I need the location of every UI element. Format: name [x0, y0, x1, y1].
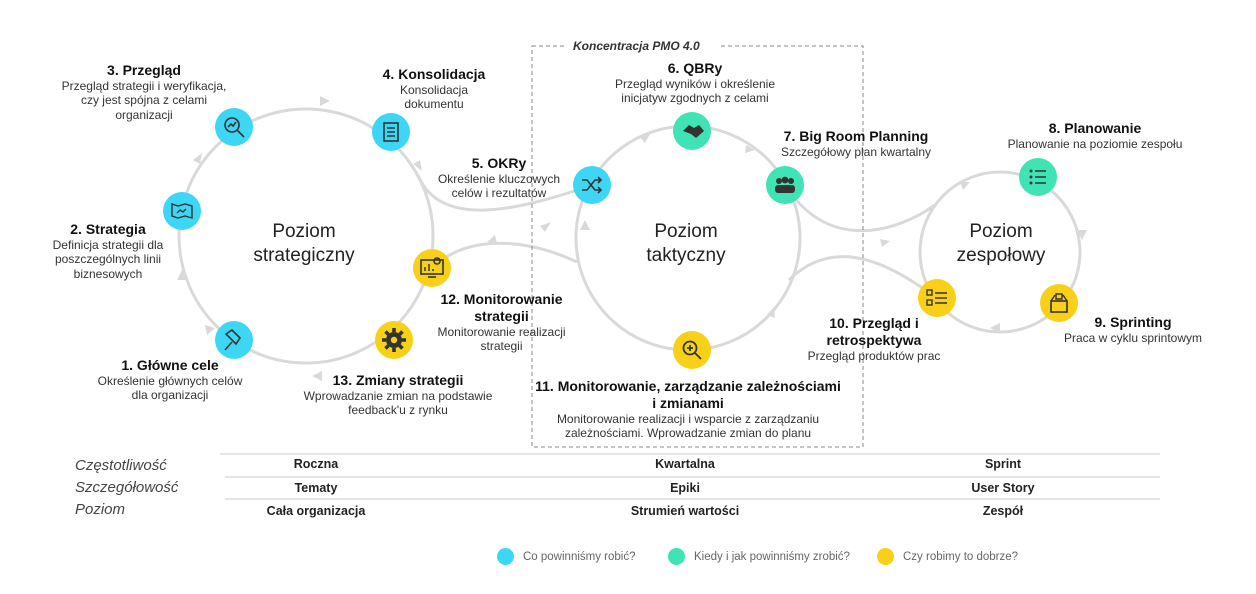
team-icon — [775, 176, 795, 193]
step-node-5 — [573, 166, 611, 204]
step-node-circle — [215, 321, 253, 359]
step-node-11 — [673, 331, 711, 369]
connector-tactical-team-upper — [783, 184, 936, 233]
step-node-13 — [375, 321, 413, 359]
legend-dot — [668, 548, 685, 565]
step-node-7 — [766, 166, 804, 204]
step-node-1 — [215, 321, 253, 359]
table-cell: Strumień wartości — [630, 504, 740, 518]
legend-item-when-how: Kiedy i jak powinniśmy zrobić? — [668, 548, 850, 565]
checklist-icon — [926, 289, 947, 306]
row-label-level: Poziom — [75, 501, 126, 518]
table-cell: User Story — [971, 481, 1035, 495]
table-cell: Cała organizacja — [266, 504, 366, 518]
table-cell: Zespół — [982, 504, 1024, 518]
connector-strategic-tactical-upper — [416, 174, 593, 212]
dashboard-icon — [420, 257, 444, 278]
clipboard-icon — [383, 122, 399, 142]
legend-item-what: Co powinniśmy robić? — [497, 548, 636, 565]
list-icon — [1029, 169, 1046, 185]
strategic-cycle-ring — [177, 107, 435, 365]
box-icon — [1050, 293, 1068, 313]
connector-tactical-team-lower — [787, 255, 937, 300]
table-cell: Epiki — [670, 481, 700, 495]
step-node-2 — [163, 192, 201, 230]
handshake-icon — [683, 125, 704, 138]
table-cell: Sprint — [984, 457, 1022, 471]
connector-strategic-tactical-lower — [430, 241, 578, 270]
legend-dot — [877, 548, 894, 565]
pin-icon — [224, 328, 242, 351]
flow-arrows — [177, 96, 1087, 381]
table-cell: Tematy — [294, 481, 338, 495]
map-icon — [171, 203, 193, 219]
step-node-12 — [413, 249, 451, 287]
step-node-circle — [673, 331, 711, 369]
step-node-circle — [413, 249, 451, 287]
step-node-10 — [918, 279, 956, 317]
row-label-granularity: Szczegółowość — [75, 479, 179, 496]
step-node-6 — [673, 112, 711, 150]
step-label-11: 11. Monitorowanie, zarządzanie zależnośc… — [535, 378, 841, 440]
table-cell: Kwartalna — [655, 457, 715, 471]
step-node-9 — [1040, 284, 1078, 322]
step-node-4 — [372, 113, 410, 151]
pmo-focus-frame — [531, 45, 864, 448]
row-label-frequency: Częstotliwość — [75, 457, 167, 474]
pmo-focus-label: Koncentracja PMO 4.0 — [573, 39, 700, 53]
table-cell: Roczna — [293, 457, 339, 471]
shuffle-icon — [582, 176, 603, 194]
step-node-3 — [215, 108, 253, 146]
step-node-8 — [1019, 158, 1057, 196]
gear-icon — [382, 328, 406, 352]
legend-dot — [497, 548, 514, 565]
zoom-icon — [682, 340, 702, 360]
legend-item-quality: Czy robimy to dobrze? — [877, 548, 1018, 565]
analytics-search-icon — [224, 117, 245, 138]
step-node-circle — [1040, 284, 1078, 322]
